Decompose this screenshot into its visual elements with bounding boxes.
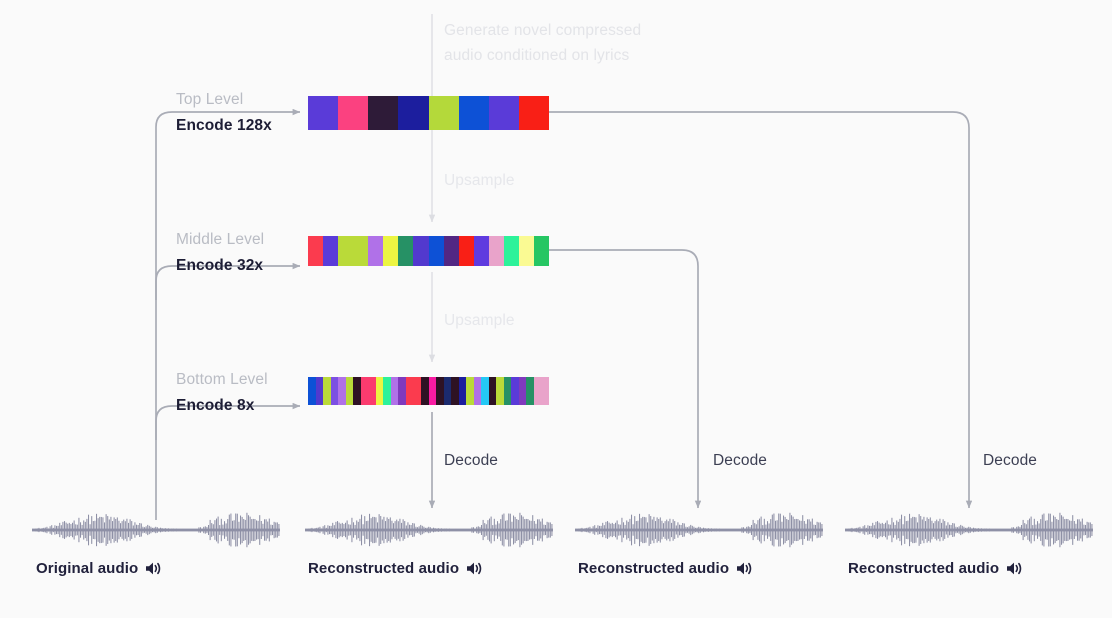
code-swatch [458, 377, 467, 405]
code-swatch [338, 96, 369, 130]
decode-wire-3 [549, 111, 973, 509]
audio-caption-3: Reconstructed audio [848, 560, 1023, 577]
code-swatch [368, 236, 384, 266]
code-swatch [398, 236, 414, 266]
code-swatch [413, 377, 421, 405]
code-swatch [518, 96, 549, 130]
code-swatch [473, 377, 482, 405]
level-name-bottom: Bottom Level [176, 371, 268, 388]
code-swatch [451, 377, 459, 405]
encode-wires [155, 108, 301, 520]
waveform-reconstructed-2 [575, 512, 825, 548]
code-swatch [488, 377, 497, 405]
code-swatch [368, 377, 376, 405]
code-swatch [375, 377, 384, 405]
code-swatch [443, 236, 459, 266]
level-name-top: Top Level [176, 91, 244, 108]
code-swatch [390, 377, 399, 405]
code-bar-middle-level [308, 236, 549, 266]
audio-caption-1: Reconstructed audio [308, 560, 483, 577]
audio-caption-0: Original audio [36, 560, 162, 577]
speaker-icon[interactable] [1006, 561, 1023, 576]
code-swatch [488, 236, 504, 266]
code-swatch [308, 377, 316, 405]
code-swatch [330, 377, 339, 405]
code-swatch [496, 377, 504, 405]
code-swatch [518, 236, 534, 266]
code-swatch [315, 377, 324, 405]
code-swatch [533, 236, 549, 266]
code-swatch [413, 236, 429, 266]
code-swatch [383, 377, 391, 405]
code-swatch [428, 377, 437, 405]
code-swatch [353, 236, 369, 266]
audio-caption-2-text: Reconstructed audio [578, 560, 730, 577]
code-swatch [473, 236, 489, 266]
decode-label-3: Decode [983, 452, 1038, 469]
encode-label-bottom: Encode 8x [176, 397, 255, 414]
code-swatch [398, 96, 429, 130]
code-swatch [308, 96, 339, 130]
audio-caption-3-text: Reconstructed audio [848, 560, 1000, 577]
code-swatch [323, 236, 339, 266]
code-swatch [533, 377, 542, 405]
code-swatch [353, 377, 361, 405]
waveform-reconstructed-3 [845, 512, 1095, 548]
code-swatch [360, 377, 369, 405]
code-swatch [541, 377, 549, 405]
code-swatch [398, 377, 406, 405]
audio-caption-1-text: Reconstructed audio [308, 560, 460, 577]
code-swatch [443, 377, 452, 405]
speaker-icon[interactable] [736, 561, 753, 576]
decode-label-2: Decode [713, 452, 768, 469]
code-swatch [481, 377, 489, 405]
waveform-original [32, 512, 282, 548]
code-swatch [436, 377, 444, 405]
audio-caption-0-text: Original audio [36, 560, 139, 577]
code-swatch [458, 236, 474, 266]
code-swatch [345, 377, 354, 405]
code-swatch [338, 377, 346, 405]
code-bar-bottom-level [308, 377, 549, 405]
waveform-reconstructed-1 [305, 512, 555, 548]
code-swatch [338, 236, 354, 266]
code-swatch [428, 96, 459, 130]
code-swatch [503, 377, 512, 405]
code-swatch [518, 377, 527, 405]
encode-label-top: Encode 128x [176, 117, 272, 134]
encode-label-middle: Encode 32x [176, 257, 264, 274]
decode-label-1: Decode [444, 452, 499, 469]
code-swatch [488, 96, 519, 130]
generate-note: Generate novel compressed audio conditio… [444, 22, 642, 64]
decode-wire-2 [549, 249, 702, 509]
audio-caption-2: Reconstructed audio [578, 560, 753, 577]
code-swatch [383, 236, 399, 266]
code-swatch [503, 236, 519, 266]
upsample-label-1: Upsample [444, 172, 515, 189]
code-swatch [466, 377, 474, 405]
upsample-label-2: Upsample [444, 312, 515, 329]
speaker-icon[interactable] [466, 561, 483, 576]
code-swatch [323, 377, 331, 405]
code-bar-top-level [308, 96, 549, 130]
speaker-icon[interactable] [145, 561, 162, 576]
code-swatch [526, 377, 534, 405]
code-swatch [368, 96, 399, 130]
code-swatch [420, 377, 429, 405]
code-swatch [458, 96, 489, 130]
code-swatch [428, 236, 444, 266]
code-swatch [405, 377, 414, 405]
code-swatch [511, 377, 519, 405]
level-name-middle: Middle Level [176, 231, 265, 248]
code-swatch [308, 236, 324, 266]
